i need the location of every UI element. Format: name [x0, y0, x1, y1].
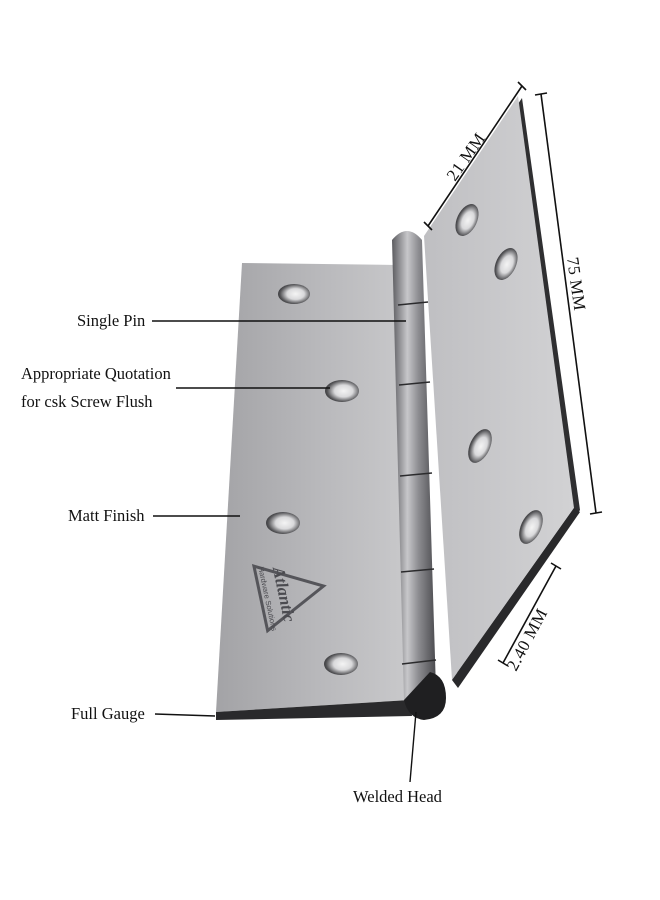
screw-hole: [325, 380, 359, 402]
quotation-label-line2: for csk Screw Flush: [21, 392, 153, 411]
welded-head-leader: [409, 711, 417, 783]
screw-hole: [266, 512, 300, 534]
welded-head-label: Welded Head: [353, 787, 442, 806]
full-gauge-leader: [154, 713, 216, 717]
single-pin-label: Single Pin: [77, 311, 146, 330]
callout-lines: [152, 320, 417, 783]
screw-hole: [278, 284, 310, 304]
thickness-dimension-label: 2.40 MM: [503, 605, 552, 674]
height-dimension-label: 75 MM: [563, 256, 589, 312]
left-leaf: [216, 263, 412, 720]
quotation-label-line1: Appropriate Quotation: [21, 364, 171, 383]
screw-hole: [455, 204, 479, 236]
thickness-dimension-line: [502, 565, 557, 664]
dimension-lines: [423, 81, 603, 667]
screw-hole: [468, 429, 492, 463]
hinge-knuckle: [392, 231, 446, 720]
matt-finish-label: Matt Finish: [68, 506, 145, 525]
right-leaf: [424, 96, 580, 688]
full-gauge-label: Full Gauge: [71, 704, 145, 723]
width-dimension-line: [427, 85, 523, 227]
screw-hole: [324, 653, 358, 675]
height-dimension-line: [540, 93, 597, 514]
screw-hole: [494, 248, 518, 280]
screw-hole: [519, 510, 543, 544]
